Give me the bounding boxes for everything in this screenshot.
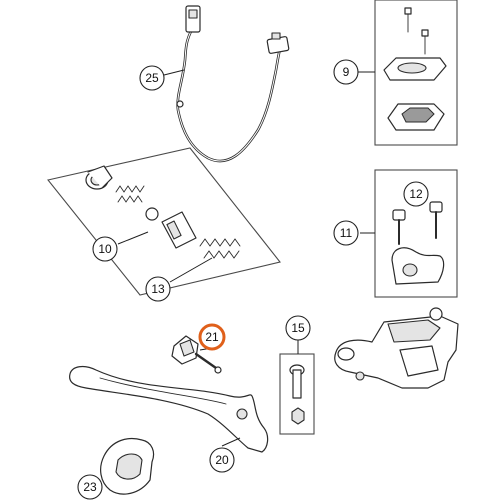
- svg-text:23: 23: [83, 480, 97, 494]
- callout-11[interactable]: 11: [333, 220, 359, 246]
- callout-12[interactable]: 12: [403, 181, 429, 207]
- svg-text:13: 13: [151, 282, 165, 296]
- brake-lever-part: [69, 365, 269, 453]
- master-cylinder-part: [334, 307, 459, 389]
- wire-harness-part: [176, 5, 290, 163]
- svg-text:20: 20: [215, 453, 229, 467]
- callout-15[interactable]: 15: [285, 315, 311, 341]
- svg-text:25: 25: [145, 71, 159, 85]
- pin-kit: [279, 353, 315, 435]
- svg-text:21: 21: [205, 330, 219, 344]
- svg-text:11: 11: [340, 226, 353, 240]
- svg-text:15: 15: [291, 321, 305, 335]
- callout-21-highlighted[interactable]: 21: [198, 323, 226, 351]
- callout-13[interactable]: 13: [145, 276, 171, 302]
- callout-25[interactable]: 25: [139, 65, 165, 91]
- reservoir-cover-kit: [374, 0, 458, 146]
- svg-text:10: 10: [98, 242, 112, 256]
- svg-text:12: 12: [409, 187, 423, 201]
- piston-kit-panel: [47, 147, 281, 296]
- adjuster-part: [171, 335, 222, 374]
- callout-9[interactable]: 9: [333, 59, 359, 85]
- callout-10[interactable]: 10: [92, 236, 118, 262]
- svg-text:9: 9: [343, 65, 350, 79]
- callout-23[interactable]: 23: [77, 474, 103, 500]
- lever-protector-part: [100, 437, 155, 495]
- callout-20[interactable]: 20: [209, 447, 235, 473]
